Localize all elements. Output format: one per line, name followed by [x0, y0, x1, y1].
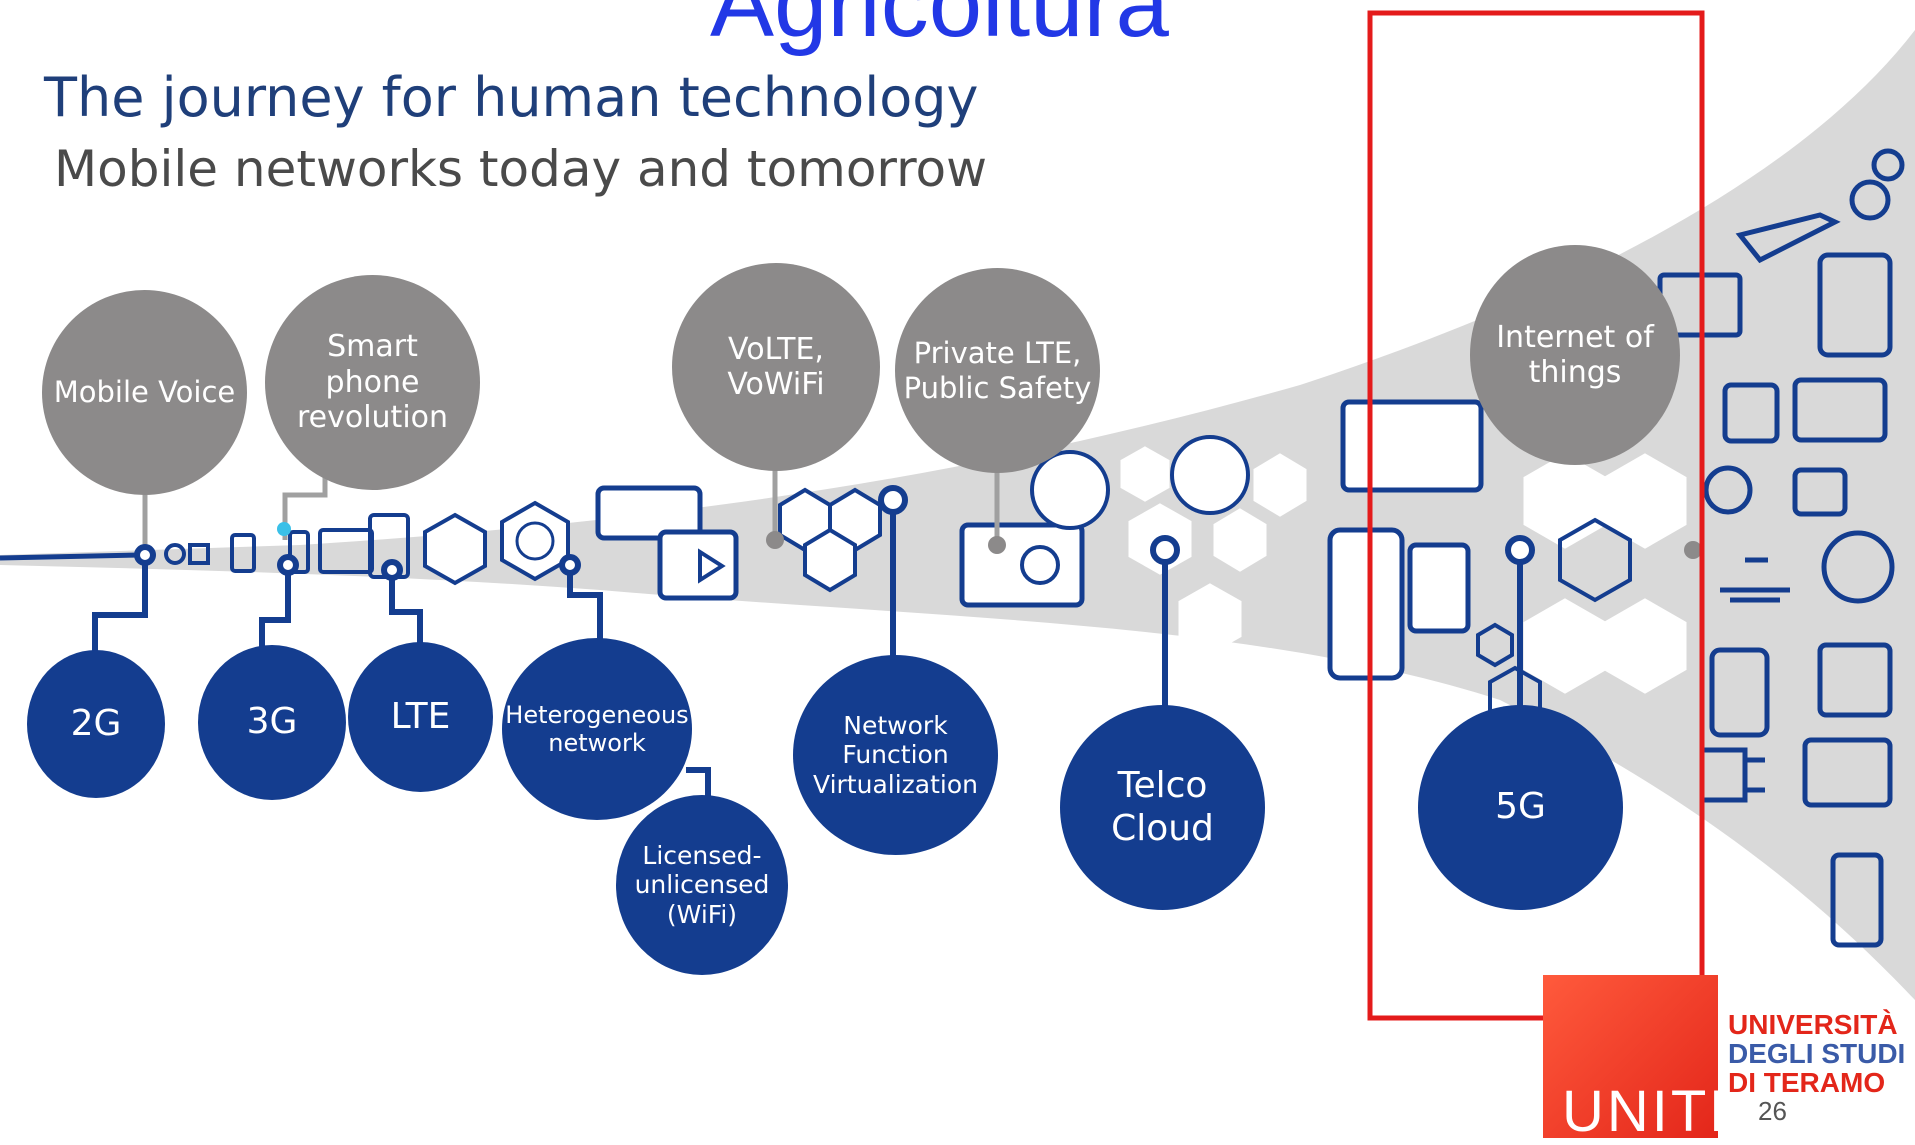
milestone-nfv: Network Function Virtualization: [793, 655, 998, 855]
milestone-lte: LTE: [348, 642, 493, 792]
milestone-mobile-voice: Mobile Voice: [42, 290, 247, 495]
people-phone-icon: [1327, 527, 1405, 681]
milestone-internet-of-things: Internet of things: [1470, 245, 1680, 465]
phone-call-icon: [1030, 450, 1110, 530]
shower-icon: [1720, 557, 1790, 603]
milestone-licensed-unlicensed: Licensed- unlicensed (WiFi): [616, 795, 788, 975]
milestone-heterogeneous-network: Heterogeneous network: [502, 638, 692, 820]
slide-heading: Agricoltura: [710, 0, 1169, 57]
page-number: 26: [1758, 1096, 1787, 1126]
milestone-2g: 2G: [27, 650, 165, 798]
printer-icon: [1817, 642, 1893, 718]
monitor-icon: [1802, 737, 1893, 808]
slide-title: The journey for human technology: [44, 66, 979, 129]
milestone-smartphone-revolution: Smart phone revolution: [265, 275, 480, 490]
unite-logo-text: UNITE: [1562, 1079, 1751, 1144]
game-tablet-icon: [595, 485, 703, 541]
university-name-line-1: UNIVERSITÀ: [1728, 1009, 1898, 1040]
microwave-icon: [1792, 377, 1888, 443]
highlight-frame-5g: [1367, 10, 1705, 1021]
fridge-icon: [1830, 852, 1884, 948]
gear-icon: [1871, 148, 1905, 182]
milestone-private-lte: Private LTE, Public Safety: [895, 268, 1100, 473]
tablet-icon: [1817, 252, 1893, 358]
milestone-telco-cloud: Telco Cloud: [1060, 705, 1265, 910]
play-icon: [698, 548, 726, 584]
unite-logo: [1543, 975, 1718, 1138]
face-icon: [1020, 545, 1060, 585]
tablet-small-icon: [1709, 647, 1770, 738]
university-name-line-2: DEGLI STUDI: [1728, 1038, 1906, 1069]
antenna-icon: [1170, 435, 1250, 515]
delivery-tv-icon: [1340, 399, 1484, 493]
milestone-volte-vowifi: VoLTE, VoWiFi: [672, 263, 880, 471]
video-camera-icon: [1792, 467, 1848, 517]
technology-funnel: [0, 30, 1915, 1000]
university-name-line-3: DI TERAMO: [1728, 1067, 1886, 1098]
camera-icon: [1722, 382, 1780, 444]
slide-subtitle: Mobile networks today and tomorrow: [54, 140, 988, 198]
plug-icon: [1700, 747, 1765, 803]
airplane-icon: [1735, 212, 1841, 264]
clock-icon: [1821, 530, 1895, 604]
milestone-5g: 5G: [1418, 705, 1623, 910]
milestone-3g: 3G: [198, 645, 346, 800]
webcam-icon: [1703, 465, 1753, 515]
